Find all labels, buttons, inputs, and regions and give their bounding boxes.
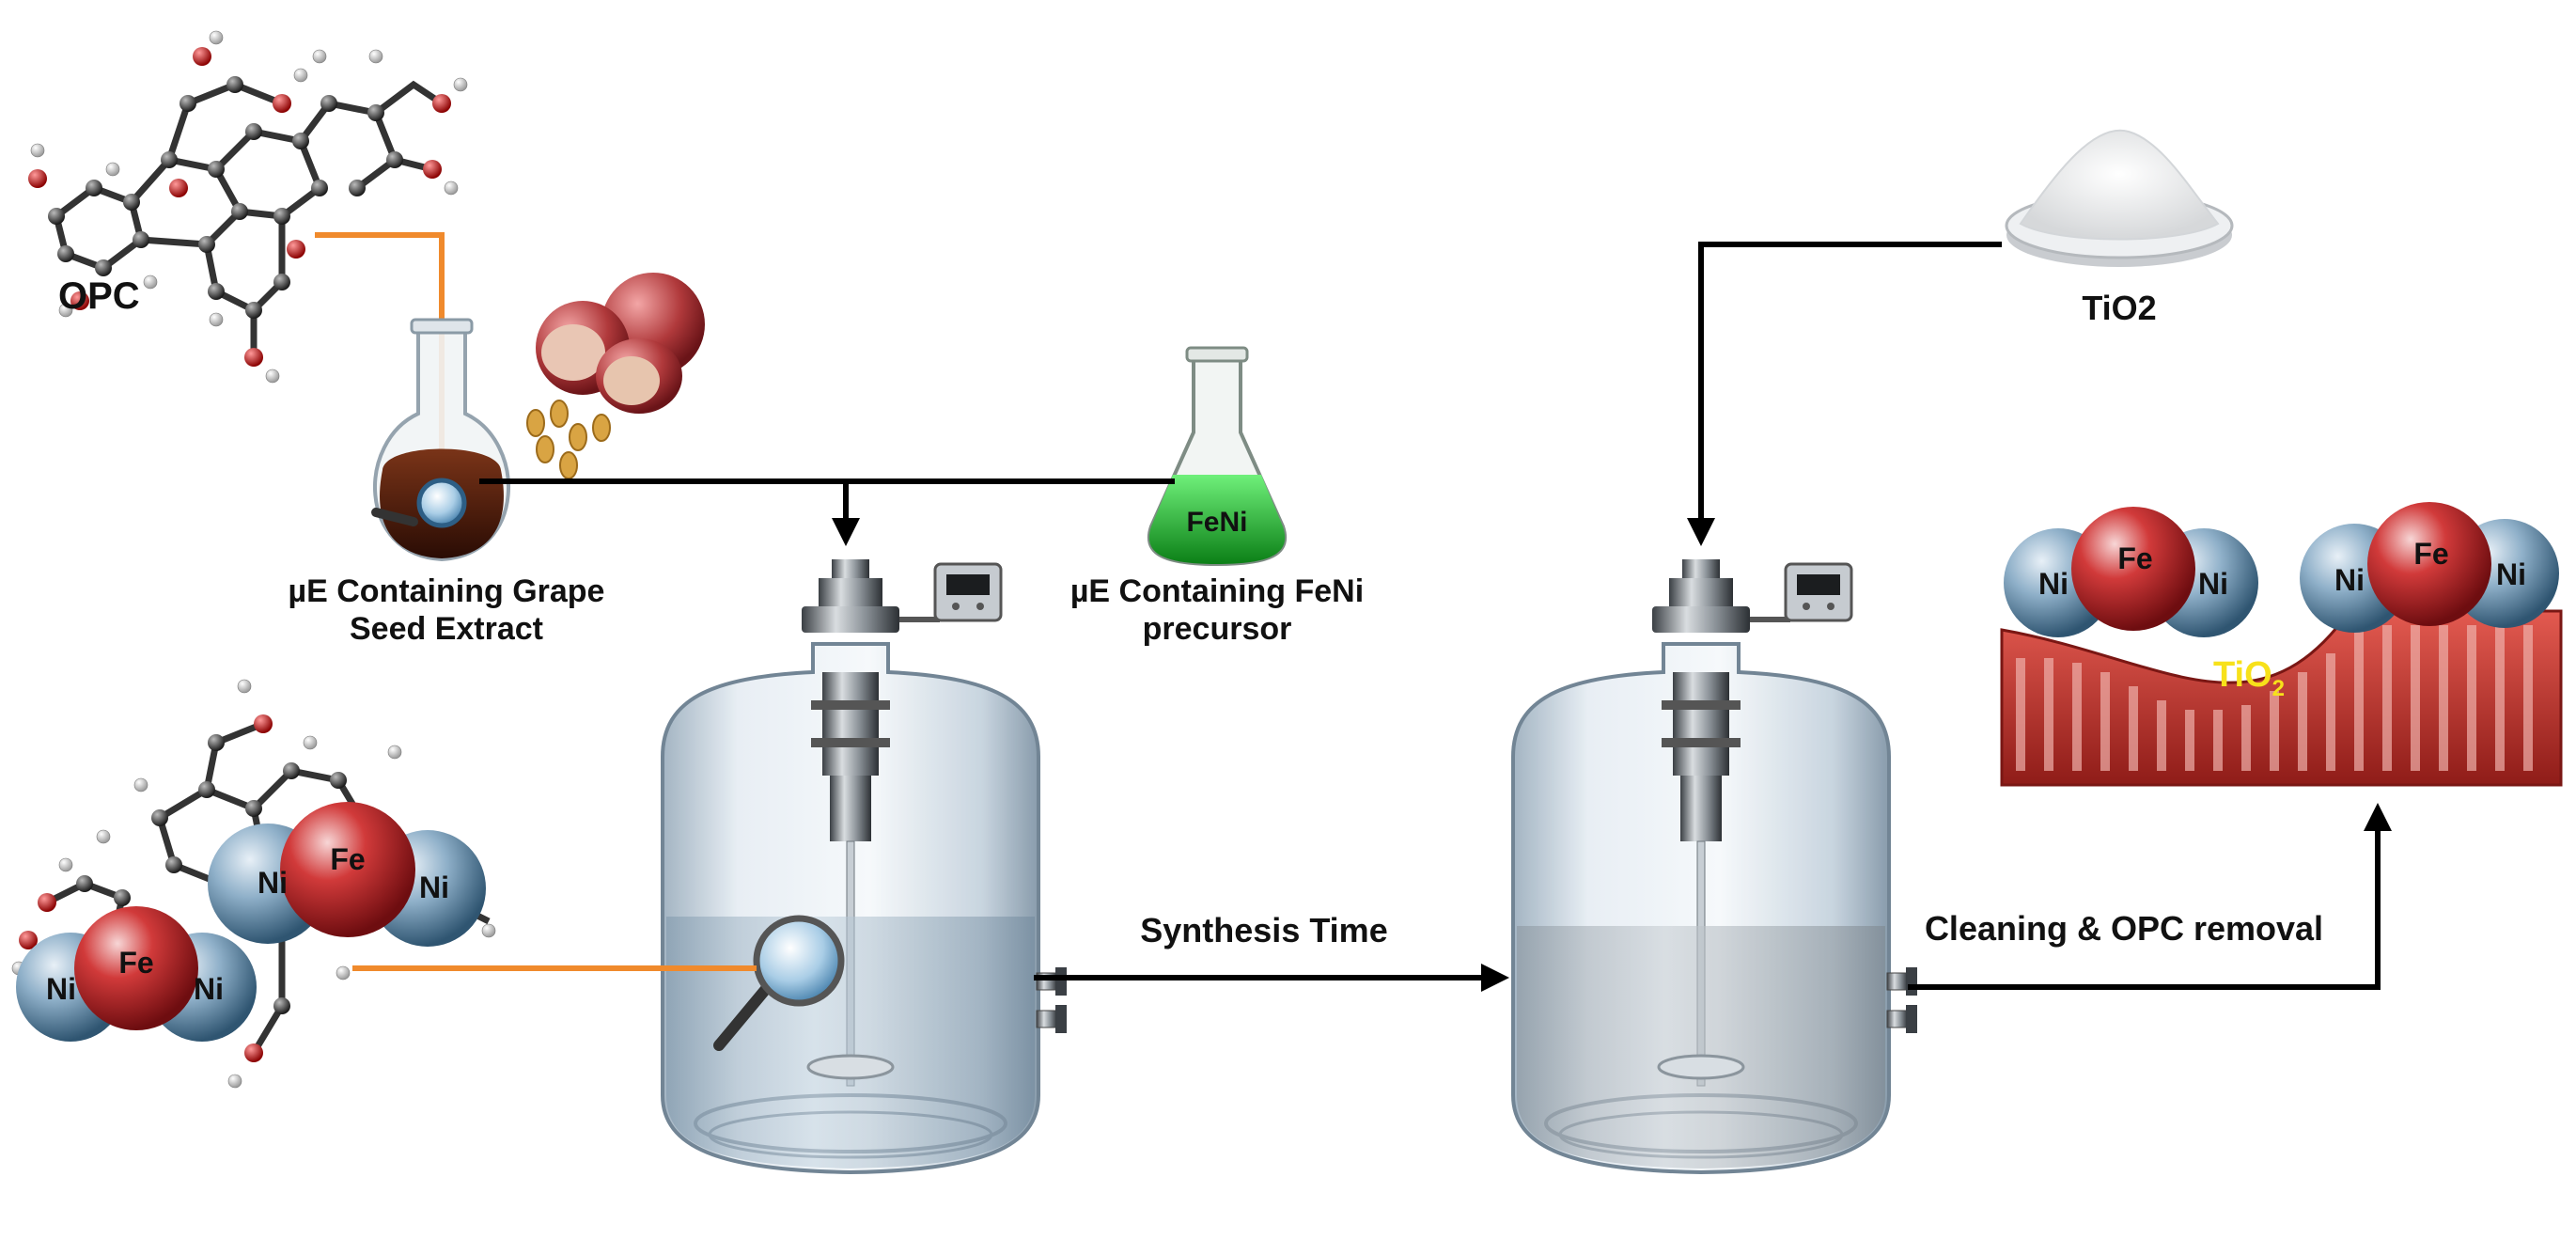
ni-label: Ni <box>2334 563 2365 597</box>
synthesis-time-label: Synthesis Time <box>1140 911 1387 949</box>
cleaning-arrow <box>1908 808 2378 987</box>
reactor-vessel-1 <box>663 559 1067 1172</box>
fe-label: Fe <box>2413 537 2448 571</box>
reactor-vessel-2 <box>1513 559 1917 1172</box>
tio2-label: TiO2 <box>2082 289 2156 327</box>
tio2-support-label: TiO2 <box>2213 655 2285 701</box>
grape-extract-label-line2: Seed Extract <box>350 611 543 647</box>
fe-label: Fe <box>118 946 153 980</box>
grape-extract-label-line1: µE Containing Grape <box>289 573 605 609</box>
opc-label: OPC <box>58 275 140 317</box>
fe-label: Fe <box>2117 541 2152 575</box>
feni-label-line1: µE Containing FeNi <box>1070 573 1364 609</box>
opc-molecule <box>28 31 467 383</box>
ni-label: Ni <box>2038 567 2069 601</box>
ni-label: Ni <box>2198 567 2228 601</box>
ni-label: Ni <box>2496 557 2526 591</box>
tio2-feed-arrow <box>1701 244 2002 541</box>
tio2-powder-dish <box>2006 131 2232 267</box>
ni-label: Ni <box>258 866 288 900</box>
feni-on-tio2-product <box>2002 502 2561 785</box>
feni-label-line2: precursor <box>1143 611 1292 647</box>
feni-flask-label: FeNi <box>1186 507 1247 538</box>
grapes-icon <box>527 273 705 478</box>
merge-arrow <box>479 481 1175 541</box>
ni-label: Ni <box>194 972 224 1006</box>
ni-label: Ni <box>419 871 449 904</box>
ni-label: Ni <box>46 972 76 1006</box>
fe-label: Fe <box>330 842 365 876</box>
cleaning-label: Cleaning & OPC removal <box>1925 909 2323 948</box>
